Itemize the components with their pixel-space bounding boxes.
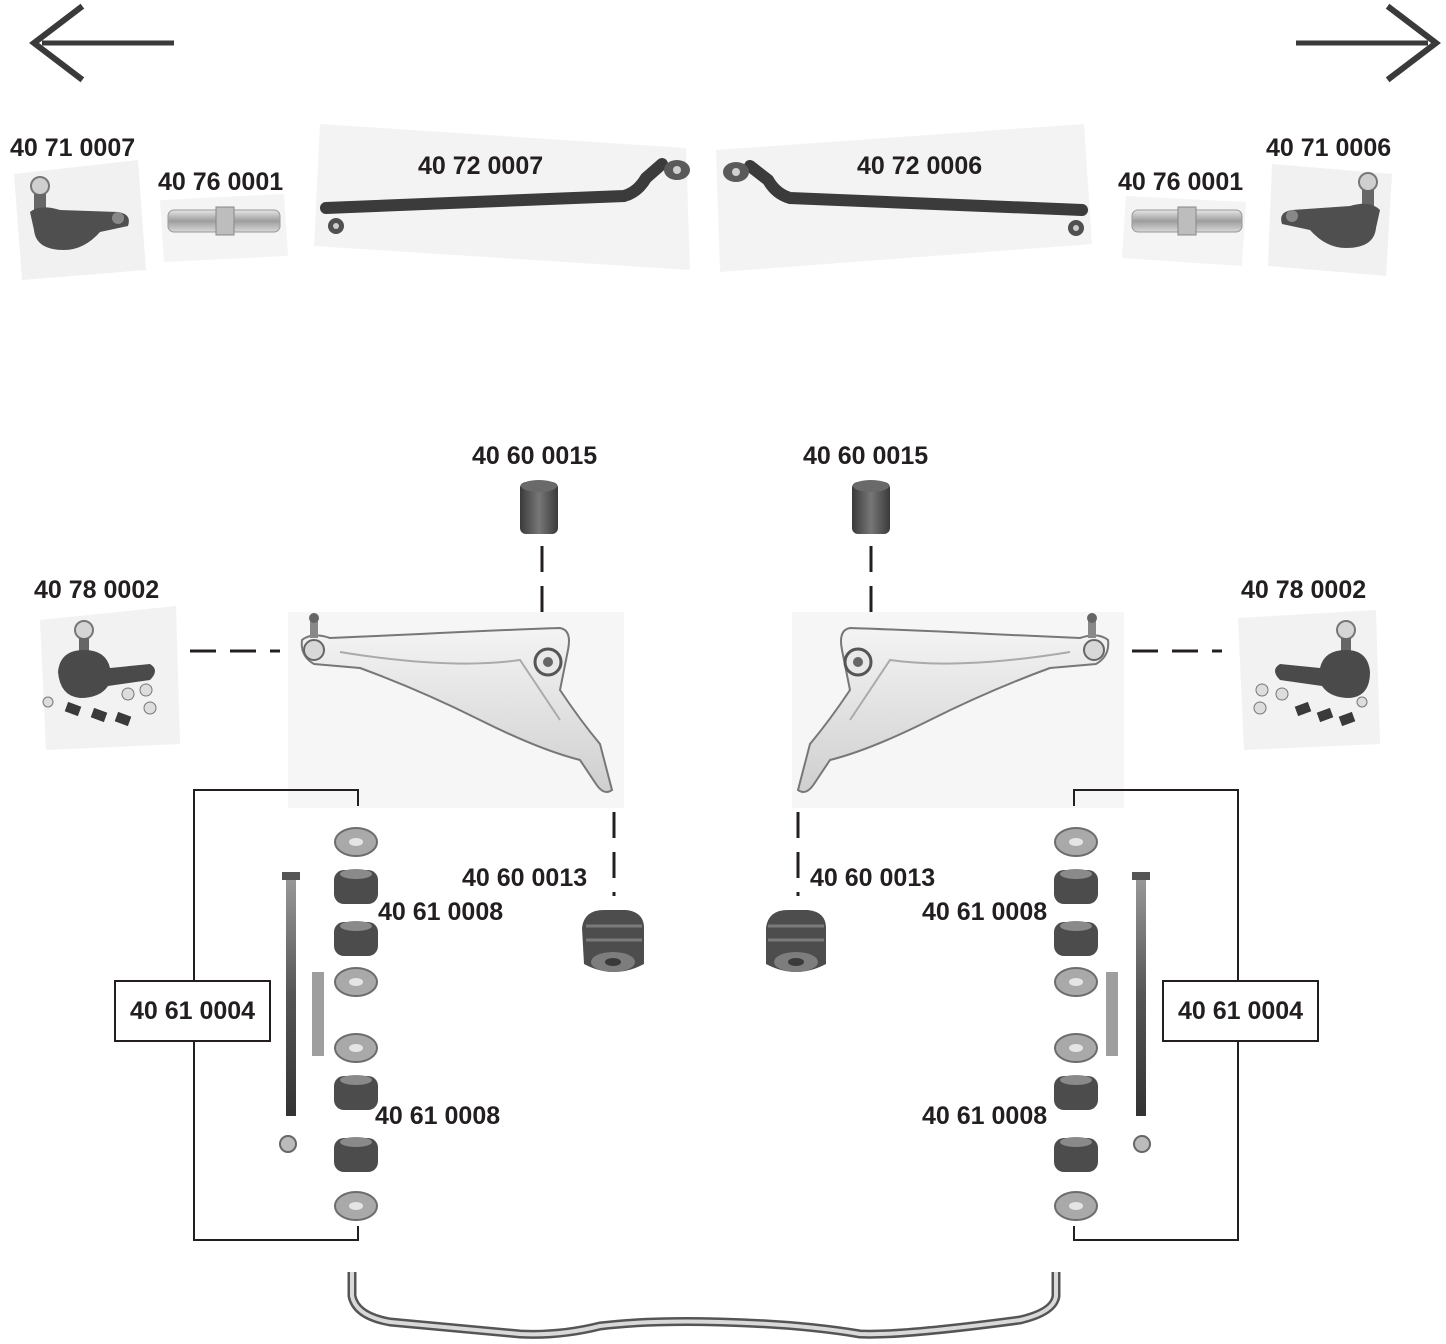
tie-rod-end-right-image — [1268, 164, 1392, 276]
mount-right-image — [766, 910, 826, 972]
control-arm-left-image — [288, 612, 624, 808]
part-label-stabilizer-kit-left[interactable]: 40 61 0004 — [114, 980, 271, 1042]
arrow-right-icon[interactable] — [1296, 3, 1441, 83]
part-label-adjuster-left[interactable]: 40 76 0001 — [158, 168, 284, 196]
part-label-tie-rod-end-right[interactable]: 40 71 0006 — [1266, 134, 1392, 162]
part-label-tie-rod-left[interactable]: 40 72 0007 — [418, 152, 544, 180]
ball-joint-left-image — [40, 606, 180, 750]
ball-joint-right-image — [1238, 610, 1380, 750]
bush-top-right-image — [852, 480, 890, 534]
tie-rod-end-left-image — [14, 160, 146, 280]
part-label-mount-left[interactable]: 40 60 0013 — [462, 864, 588, 892]
part-label-stabilizer-kit-right[interactable]: 40 61 0004 — [1162, 980, 1319, 1042]
part-label-ball-joint-right[interactable]: 40 78 0002 — [1241, 576, 1367, 604]
part-label-mount-right[interactable]: 40 60 0013 — [810, 864, 936, 892]
part-label-bush-top-left[interactable]: 40 60 0015 — [472, 442, 598, 470]
part-label-stab-bush-right-upper[interactable]: 40 61 0008 — [922, 898, 1048, 926]
part-label-stab-bush-right-lower[interactable]: 40 61 0008 — [922, 1102, 1048, 1130]
adjuster-right-image — [1122, 196, 1246, 266]
part-label-stab-bush-left-upper[interactable]: 40 61 0008 — [378, 898, 504, 926]
part-label-stab-bush-left-lower[interactable]: 40 61 0008 — [375, 1102, 501, 1130]
control-arm-right-image — [792, 612, 1124, 808]
part-label-adjuster-right[interactable]: 40 76 0001 — [1118, 168, 1244, 196]
tie-rod-left-image — [314, 124, 690, 270]
part-label-ball-joint-left[interactable]: 40 78 0002 — [34, 576, 160, 604]
tie-rod-right-image — [716, 124, 1092, 272]
stabilizer-stack-right-image — [1054, 827, 1151, 1221]
stabilizer-stack-left-image — [279, 827, 378, 1221]
part-label-tie-rod-end-left[interactable]: 40 71 0007 — [10, 134, 136, 162]
mount-left-image — [582, 910, 644, 972]
bush-top-left-image — [520, 480, 558, 534]
arrow-left-icon[interactable] — [29, 3, 174, 83]
part-label-tie-rod-right[interactable]: 40 72 0006 — [857, 152, 983, 180]
leader-lines — [190, 546, 1222, 896]
adjuster-left-image — [160, 194, 288, 262]
part-label-bush-top-right[interactable]: 40 60 0015 — [803, 442, 929, 470]
stabilizer-bar-image — [347, 1272, 1061, 1339]
